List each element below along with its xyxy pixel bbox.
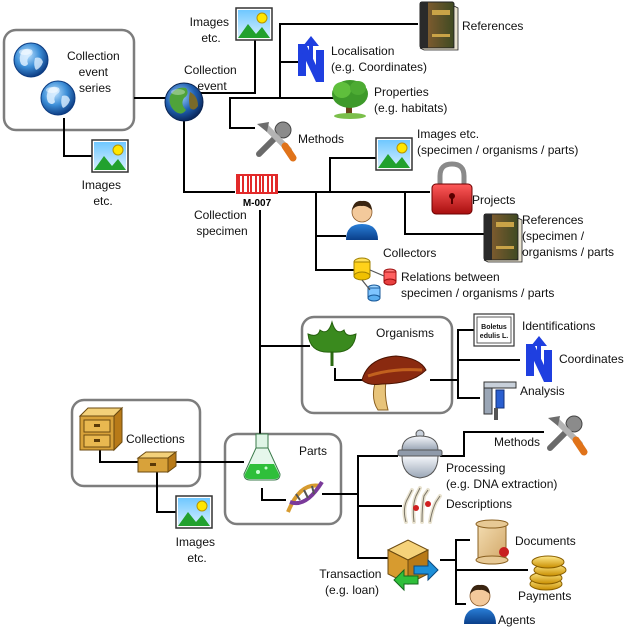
localisation-coordinates-icon xyxy=(298,36,324,82)
label-documents: Documents xyxy=(515,534,576,548)
label-collection-event: Collection event xyxy=(184,63,240,93)
collectors-person-icon xyxy=(345,200,379,241)
methods-event-tools-icon xyxy=(257,122,293,158)
label-projects: Projects xyxy=(472,193,515,207)
label-methods-parts: Methods xyxy=(494,435,540,449)
tree-icon xyxy=(332,80,368,119)
label-transaction: Transaction (e.g. loan) xyxy=(319,567,385,597)
label-collection-event-series: Collection event series xyxy=(67,49,123,95)
label-payments: Payments xyxy=(518,589,571,603)
images-top-icon xyxy=(235,7,273,41)
label-properties: Properties (e.g. habitats) xyxy=(374,85,447,115)
specimen-barcode-icon: M-007 xyxy=(236,174,278,209)
label-collections: Collections xyxy=(126,432,185,446)
identification-card-line1: Boletus xyxy=(481,324,507,331)
collection-drawer-icon xyxy=(136,451,178,473)
collection-event-earth-icon xyxy=(164,82,204,122)
identification-card-line2: edulis L. xyxy=(480,333,508,340)
references-specimen-icon xyxy=(483,213,523,263)
processing-desiccator-icon xyxy=(397,429,443,479)
label-identifications: Identifications xyxy=(522,319,595,333)
label-images-specimen: Images etc. (specimen / organisms / part… xyxy=(417,127,578,157)
label-relations: Relations between specimen / organisms /… xyxy=(401,270,554,300)
label-collection-specimen: Collection specimen xyxy=(194,208,250,238)
label-coordinates-organisms: Coordinates xyxy=(559,352,624,366)
labels: Collection event series Images etc. Coll… xyxy=(67,15,624,627)
mushroom-icon xyxy=(361,355,427,411)
methods-parts-tools-icon xyxy=(548,416,584,452)
connector-lines xyxy=(63,23,544,605)
label-images-top: Images etc. xyxy=(190,15,233,45)
collections-cabinet-icon xyxy=(78,406,124,452)
projects-lock-icon xyxy=(431,161,473,215)
label-collectors: Collectors xyxy=(383,246,436,260)
label-descriptions: Descriptions xyxy=(446,497,512,511)
payments-coins-icon xyxy=(529,555,567,591)
label-references-top: References xyxy=(462,19,523,33)
label-processing: Processing (e.g. DNA extraction) xyxy=(446,461,557,491)
label-images-series: Images etc. xyxy=(82,178,125,208)
images-series-icon xyxy=(91,139,129,173)
parts-flask-icon xyxy=(243,433,281,481)
label-methods-event: Methods xyxy=(298,132,344,146)
label-agents: Agents xyxy=(498,613,535,627)
documents-scroll-icon xyxy=(475,519,509,565)
relations-database-icon xyxy=(353,257,397,302)
label-analysis: Analysis xyxy=(520,384,565,398)
dna-icon xyxy=(286,480,324,513)
descriptions-skeleton-icon xyxy=(402,486,442,524)
label-images-collections: Images etc. xyxy=(176,535,219,565)
leaf-icon xyxy=(307,320,357,366)
references-top-icon xyxy=(419,1,459,51)
organism-coordinates-icon xyxy=(526,336,552,382)
label-references-specimen: References (specimen / organisms / parts xyxy=(522,213,614,259)
transaction-box-icon xyxy=(387,539,439,592)
label-localisation: Localisation (e.g. Coordinates) xyxy=(331,44,427,74)
label-organisms: Organisms xyxy=(376,326,434,340)
barcode-text: M-007 xyxy=(243,198,272,209)
agents-person-icon xyxy=(463,584,497,625)
identification-card-icon: Boletus edulis L. xyxy=(473,313,515,347)
analysis-caliper-icon xyxy=(483,381,517,420)
label-parts: Parts xyxy=(299,444,327,458)
images-collections-icon xyxy=(175,495,213,529)
images-specimen-icon xyxy=(375,137,413,171)
